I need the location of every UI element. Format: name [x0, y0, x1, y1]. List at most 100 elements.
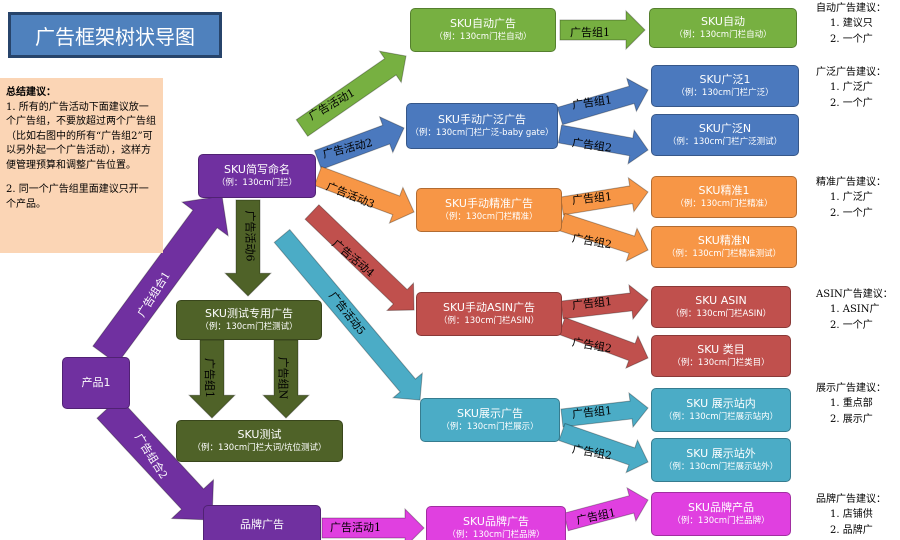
node-sku-naming-sub: （例：130cm门拦）	[216, 177, 298, 188]
node-sku-test-title: SKU测试	[237, 427, 282, 441]
node-sku-naming: SKU简写命名 （例：130cm门拦）	[198, 154, 316, 198]
note-asin: ASIN广告建议： 1. ASIN广 2. 一个广	[816, 288, 900, 333]
label-act-6: 广告活动6	[243, 210, 257, 262]
label-test-g1: 广告组1	[203, 358, 216, 398]
node-broad-1-title: SKU广泛1	[699, 72, 751, 86]
diagram-title: 广告框架树状导图	[8, 12, 222, 58]
note-display-item: 1. 重点部	[830, 398, 873, 409]
node-sku-auto-ad: SKU自动广告 （例：130cm门栏自动）	[410, 8, 556, 52]
node-sku-broad-ad-sub: （例：130cm门栏广泛-baby gate）	[410, 127, 554, 138]
arrow-act-3	[313, 165, 415, 225]
node-auto-sub: （例：130cm门栏自动）	[674, 29, 772, 40]
node-sku-brand-ad: SKU品牌广告 （例：130cm门栏品牌）	[426, 506, 566, 540]
node-asin-title: SKU ASIN	[695, 293, 747, 307]
node-brand-ad-title: 品牌广告	[240, 517, 284, 531]
node-display-in-sub: （例：130cm门栏展示站内）	[663, 411, 779, 422]
node-display-in: SKU 展示站内 （例：130cm门栏展示站内）	[651, 388, 791, 432]
arrow-auto-g1	[559, 9, 646, 51]
arrow-display-g1	[560, 391, 649, 429]
note-broad-item: 1. 广泛广	[830, 82, 873, 93]
note-asin-item: 1. ASIN广	[830, 304, 880, 315]
node-brand-product-sub: （例：130cm门栏品牌）	[672, 515, 770, 526]
node-sku-brand-ad-sub: （例：130cm门栏品牌）	[447, 529, 545, 540]
arrow-asin-g2	[558, 316, 649, 370]
node-exact-1-title: SKU精准1	[698, 183, 750, 197]
node-broad-1: SKU广泛1 （例：130cm门栏广泛）	[651, 65, 799, 107]
node-broad-n-sub: （例：130cm门栏广泛测试）	[667, 136, 783, 147]
summary-point-1: 1. 所有的广告活动下面建议放一个广告组，不要放超过两个广告组（比如右图中的所有…	[6, 101, 156, 171]
node-exact-n-title: SKU精准N	[697, 233, 751, 247]
node-brand-product: SKU品牌产品 （例：130cm门栏品牌）	[651, 492, 791, 536]
node-broad-1-sub: （例：130cm门栏广泛）	[676, 87, 774, 98]
node-sku-broad-ad: SKU手动广泛广告 （例：130cm门栏广泛-baby gate）	[406, 103, 558, 149]
node-category: SKU 类目 （例：130cm门栏类目）	[651, 335, 791, 377]
node-exact-1-sub: （例：130cm门栏精准）	[675, 198, 773, 209]
summary-panel: 总结建议： 1. 所有的广告活动下面建议放一个广告组，不要放超过两个广告组（比如…	[0, 78, 163, 253]
node-asin-sub: （例：130cm门栏ASIN）	[670, 308, 772, 319]
node-broad-n: SKU广泛N （例：130cm门栏广泛测试）	[651, 114, 799, 156]
note-brand-item: 1. 店铺供	[830, 509, 873, 520]
note-broad-title: 广泛广告建议：	[816, 67, 886, 78]
arrow-act-1	[295, 50, 407, 137]
node-sku-exact-ad-sub: （例：130cm门栏精准）	[440, 211, 538, 222]
node-display-out-sub: （例：130cm门栏展示站外）	[663, 461, 779, 472]
arrow-asin-g1	[560, 283, 649, 321]
label-auto-g1: 广告组1	[570, 26, 610, 39]
node-auto-title: SKU自动	[701, 14, 745, 28]
arrow-broad-g2	[557, 124, 649, 165]
node-brand-ad: 品牌广告	[203, 505, 321, 540]
node-sku-test-ad-title: SKU测试专用广告	[205, 306, 293, 320]
node-display-in-title: SKU 展示站内	[686, 396, 756, 410]
arrow-act-5	[273, 228, 423, 401]
note-asin-item: 2. 一个广	[830, 319, 873, 331]
arrow-act-4	[304, 204, 415, 312]
node-sku-auto-ad-sub: （例：130cm门栏自动）	[434, 31, 532, 42]
node-category-sub: （例：130cm门栏类目）	[672, 357, 770, 368]
note-brand: 品牌广告建议： 1. 店铺供 2. 品牌广	[816, 493, 900, 538]
node-display-out: SKU 展示站外 （例：130cm门栏展示站外）	[651, 438, 791, 482]
node-exact-n-sub: （例：130cm门栏精准测试）	[666, 248, 782, 259]
note-exact: 精准广告建议： 1. 广泛广 2. 一个广	[816, 176, 900, 221]
note-exact-title: 精准广告建议：	[816, 177, 886, 188]
note-auto: 自动广告建议： 1. 建议只 2. 一个广	[816, 2, 900, 47]
node-category-title: SKU 类目	[697, 342, 745, 356]
arrow-test-g1	[187, 339, 237, 419]
arrow-broad-g1	[556, 77, 649, 126]
arrow-brand-g1	[563, 486, 649, 532]
arrow-exact-g2	[558, 212, 649, 263]
node-sku-test-ad-sub: （例：130cm门栏测试）	[200, 321, 298, 332]
arrow-combo-1	[92, 195, 229, 365]
summary-heading: 总结建议：	[6, 87, 56, 98]
note-asin-title: ASIN广告建议：	[816, 289, 893, 300]
note-broad: 广泛广告建议： 1. 广泛广 2. 一个广	[816, 66, 900, 111]
notes-panel: 自动广告建议： 1. 建议只 2. 一个广 广泛广告建议： 1. 广泛广 2. …	[814, 0, 900, 540]
note-brand-item: 2. 品牌广	[830, 524, 873, 536]
note-display: 展示广告建议： 1. 重点部 2. 展示广	[816, 382, 900, 427]
node-sku-auto-ad-title: SKU自动广告	[450, 16, 516, 30]
node-auto: SKU自动 （例：130cm门栏自动）	[649, 8, 797, 48]
node-sku-asin-ad-sub: （例：130cm门栏ASIN）	[438, 315, 540, 326]
label-brand-act-1: 广告活动1	[330, 521, 381, 534]
node-sku-test: SKU测试 （例：130cm门栏大词/坑位测试）	[176, 420, 343, 462]
node-sku-display-ad-title: SKU展示广告	[457, 406, 523, 420]
node-sku-brand-ad-title: SKU品牌广告	[463, 514, 529, 528]
arrow-act-2	[313, 115, 405, 171]
node-sku-test-sub: （例：130cm门栏大词/坑位测试）	[192, 442, 327, 453]
arrow-combo-2	[96, 397, 215, 521]
node-sku-broad-ad-title: SKU手动广泛广告	[438, 112, 526, 126]
node-sku-display-ad-sub: （例：130cm门栏展示）	[441, 421, 539, 432]
note-display-item: 2. 展示广	[830, 413, 873, 425]
note-brand-title: 品牌广告建议：	[816, 494, 886, 505]
summary-point-2: 2. 同一个广告组里面建议只开一个产品。	[6, 184, 149, 210]
note-exact-item: 1. 广泛广	[830, 192, 873, 203]
label-test-gn: 广告组N	[276, 356, 290, 400]
node-exact-n: SKU精准N （例：130cm门栏精准测试）	[651, 226, 797, 268]
arrow-act-6	[223, 199, 273, 297]
node-asin: SKU ASIN （例：130cm门栏ASIN）	[651, 286, 791, 328]
node-product: 产品1	[62, 357, 130, 409]
node-exact-1: SKU精准1 （例：130cm门栏精准）	[651, 176, 797, 218]
node-sku-display-ad: SKU展示广告 （例：130cm门栏展示）	[420, 398, 560, 442]
node-broad-n-title: SKU广泛N	[698, 121, 752, 135]
